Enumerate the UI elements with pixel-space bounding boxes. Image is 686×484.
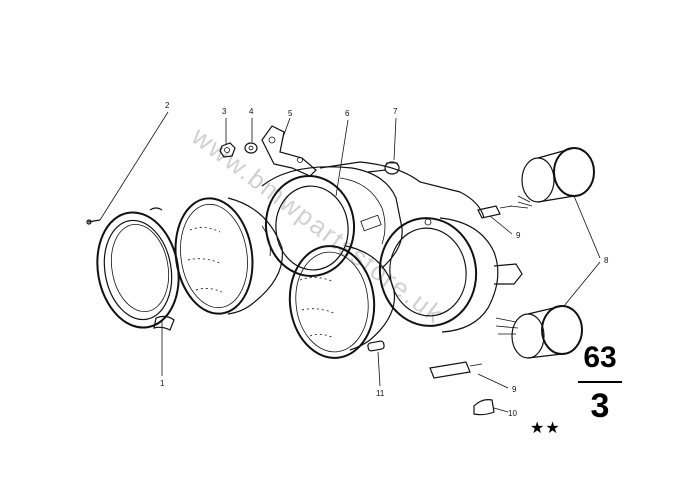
- callout-2: 2: [165, 101, 170, 110]
- part-9-bulb-lower: [429, 361, 483, 379]
- callout-10: 10: [508, 409, 517, 418]
- part-5-bracket: [261, 125, 317, 177]
- star-rating-icon: ★★: [530, 418, 561, 437]
- callout-7: 7: [393, 107, 398, 116]
- part-7-adjusting-screw: [367, 161, 400, 175]
- part-3-nut: [219, 142, 236, 158]
- callout-1: 1: [160, 379, 165, 388]
- group-divider: [578, 381, 622, 383]
- part-9-bulb-upper: [477, 205, 513, 219]
- callout-5: 5: [288, 109, 293, 118]
- callout-6: 6: [345, 109, 350, 118]
- group-sub-number: 3: [590, 387, 610, 425]
- headlight-housing-outer: [378, 217, 523, 333]
- callout-9-lower: 9: [512, 385, 517, 394]
- sealed-beam-lamp-right: [288, 245, 396, 359]
- watermark-text: www.bmwpartsstore.uk: [186, 120, 450, 330]
- part-4-washer: [244, 142, 258, 154]
- part-2-screw: [86, 219, 101, 225]
- part-11-small-bulb: [367, 340, 385, 352]
- callout-11: 11: [376, 389, 385, 398]
- part-10-rubber-cap: [473, 399, 495, 416]
- part-8-socket-cap-lower: [495, 305, 583, 359]
- callout-4: 4: [249, 107, 254, 116]
- callout-8: 8: [604, 256, 609, 265]
- group-number: 63: [583, 341, 617, 374]
- leader-lines: [99, 111, 601, 413]
- callout-9-upper: 9: [516, 231, 521, 240]
- sealed-beam-lamp-left: [174, 197, 284, 315]
- callout-3: 3: [222, 107, 227, 116]
- part-6-headlight-housing: [261, 161, 485, 277]
- part-8-socket-cap-upper: [509, 147, 595, 209]
- callout-labels: 1 2 3 4 5 6 7 8 9 9 10 11: [160, 101, 609, 418]
- part-1-trim-ring: [96, 207, 180, 331]
